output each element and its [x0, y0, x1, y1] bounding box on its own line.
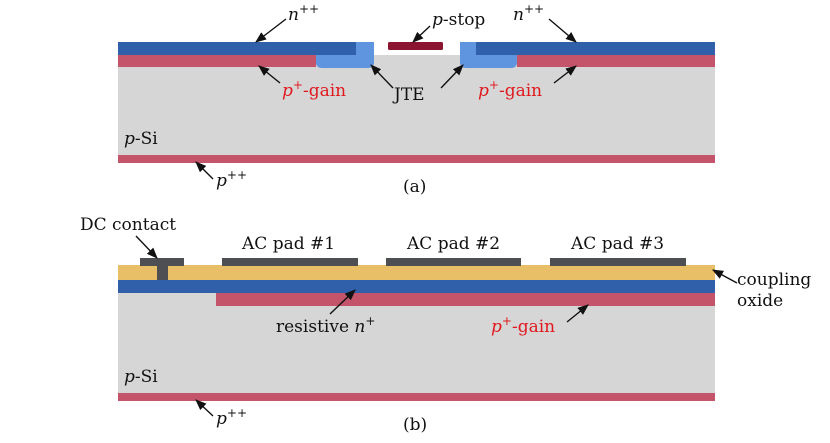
arrow-pbottom-b [195, 399, 214, 417]
dc-contact-via [157, 258, 168, 280]
panel-b-resistive-n [118, 280, 715, 293]
ac-pad-2 [386, 258, 521, 266]
caption-a: (a) [403, 177, 426, 197]
panel-a: n++ p-stop n++ JTE p+-gain p+-gain p-Si … [118, 2, 715, 197]
label-n-left: n++ [288, 2, 319, 25]
panel-a-silicon-bulk [118, 55, 715, 155]
arrow-nright [548, 18, 577, 43]
label-ac-pad-2: AC pad #2 [406, 234, 500, 254]
ac-pad-3 [550, 258, 686, 266]
arrow-pgain-right [553, 65, 577, 84]
label-jte: JTE [392, 85, 425, 105]
panel-a-n-layer-right [476, 42, 715, 55]
panel-b-pgain [216, 293, 715, 306]
panel-b: DC contact AC pad #1 AC pad #2 AC pad #3… [80, 215, 811, 435]
panel-a-pgain-left [118, 55, 316, 67]
arrow-coupling-oxide [712, 269, 738, 284]
label-pbottom-b: p++ [216, 406, 247, 429]
label-p-stop: p-stop [432, 10, 485, 30]
arrow-nleft [255, 18, 287, 43]
label-dc-contact: DC contact [80, 215, 176, 235]
label-ac-pad-1: AC pad #1 [241, 234, 335, 254]
label-psi-a: p-Si [124, 129, 158, 149]
label-pgain-b: p+-gain [491, 314, 555, 337]
ac-pad-1 [222, 258, 358, 266]
label-pbottom-a: p++ [216, 168, 247, 191]
arrow-pgain-b [566, 304, 589, 323]
arrow-pstop [412, 25, 431, 43]
label-pgain-left: p+-gain [282, 78, 346, 101]
label-n-right: n++ [513, 2, 544, 25]
label-pgain-right: p+-gain [478, 78, 542, 101]
label-ac-pad-3: AC pad #3 [570, 234, 664, 254]
label-oxide: oxide [737, 291, 783, 311]
caption-b: (b) [403, 415, 427, 435]
label-psi-b: p-Si [124, 367, 158, 387]
arrow-resistive-n [329, 289, 356, 315]
panel-b-oxide [118, 265, 715, 280]
arrow-jte-right [440, 64, 464, 89]
label-coupling: coupling [737, 270, 811, 290]
label-resistive-n: resistive n+ [276, 314, 375, 337]
arrow-pgain-left [258, 65, 281, 84]
arrow-jte-left [370, 64, 394, 89]
arrow-pbottom-a [195, 161, 214, 180]
panel-b-silicon-bulk [118, 293, 715, 393]
panel-a-p-stop [388, 42, 443, 50]
panel-b-p-backside [118, 393, 715, 401]
panel-a-p-backside [118, 155, 715, 163]
panel-a-pgain-right [517, 55, 715, 67]
panel-a-n-layer-left [118, 42, 356, 55]
arrow-dc-contact [135, 235, 158, 259]
